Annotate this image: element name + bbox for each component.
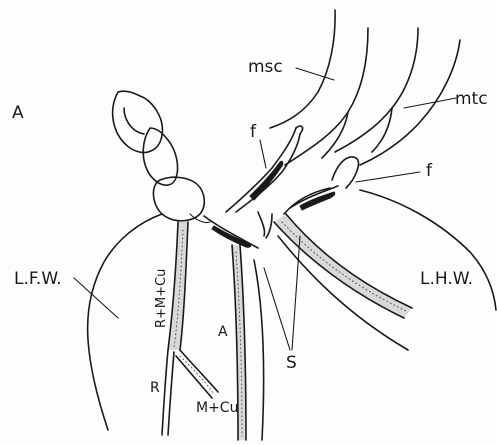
label-f-right: f: [426, 161, 433, 181]
metathorax-outline: [335, 28, 460, 165]
label-f-left: f: [250, 122, 257, 142]
label-a: A: [218, 324, 228, 340]
label-mcu: M+Cu: [196, 400, 238, 416]
forewing-fold-mark: [204, 216, 258, 248]
label-r: R: [150, 380, 160, 396]
label-msc: msc: [248, 57, 283, 77]
label-mtc: mtc: [455, 89, 488, 109]
panel-letter: A: [12, 103, 24, 123]
fold-structure-right: [284, 157, 358, 214]
label-lfw: L.F.W.: [14, 269, 62, 289]
fold-structure-left: [226, 126, 303, 212]
label-lhw: L.H.W.: [420, 269, 473, 289]
labels: A msc mtc f f L.F.W. L.H.W. R+M+Cu R M+C…: [12, 57, 488, 416]
label-rmcu: R+M+Cu: [154, 269, 169, 328]
axillary-sclerites: [113, 91, 210, 222]
left-forewing-outline: [88, 214, 162, 430]
label-s: S: [286, 353, 297, 373]
